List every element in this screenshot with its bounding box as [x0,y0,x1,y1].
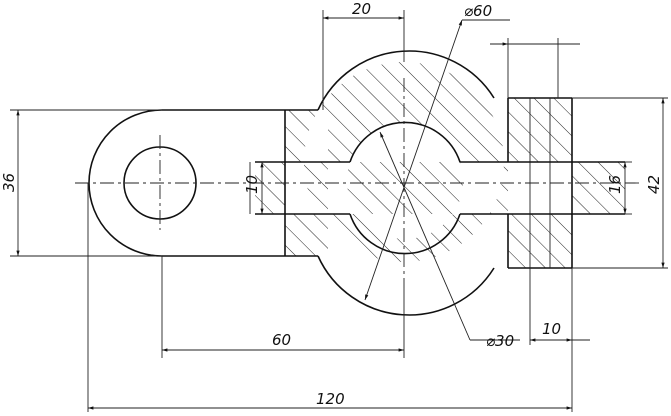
dim-16: 16 [606,175,624,194]
dim-10-slot: 10 [243,175,261,194]
dim-42: 42 [645,175,663,194]
hatched-section [255,62,625,268]
dim-20: 20 [352,0,371,18]
dimension-texts: 20 ⌀60 36 10 16 42 60 ⌀30 10 120 [0,0,663,408]
dimension-lines [16,16,665,410]
extension-lines [10,10,668,412]
dim-120: 120 [316,390,345,408]
dim-36: 36 [0,173,18,192]
dim-60: 60 [272,331,291,349]
dim-dia-30: ⌀30 [486,332,514,350]
dim-10-bottom: 10 [542,320,561,338]
slot-outline [255,161,625,215]
dim-dia-60: ⌀60 [464,2,492,20]
